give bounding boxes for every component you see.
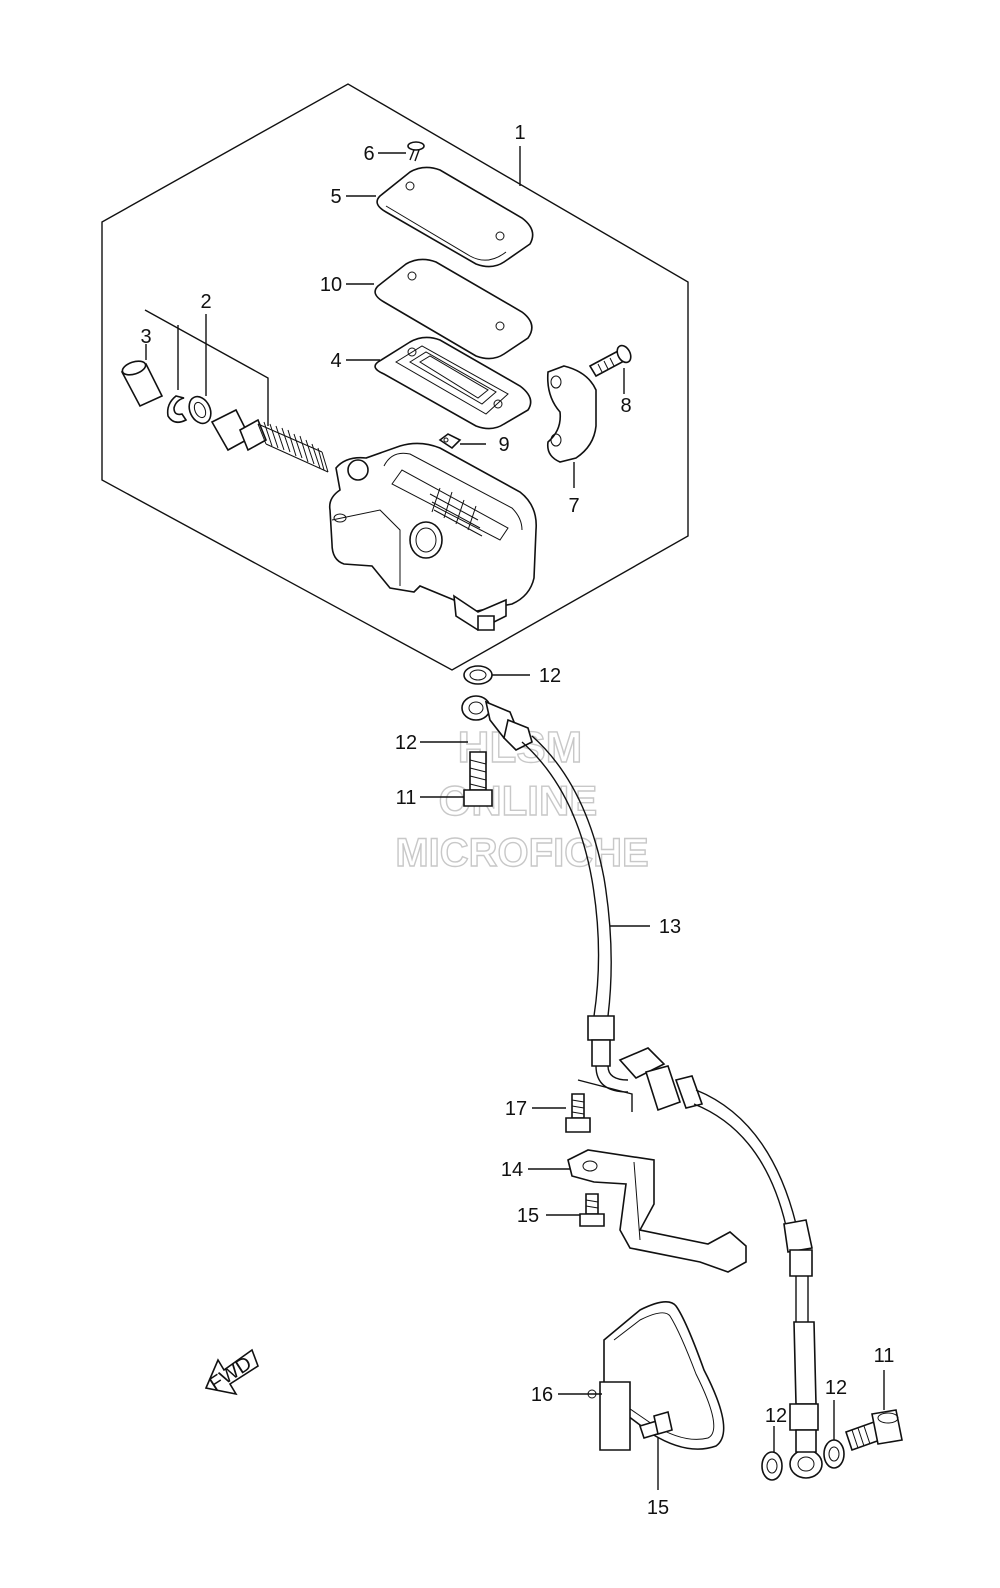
part-9-plate <box>438 433 462 450</box>
callout-5: 5 <box>330 186 341 208</box>
callout-11-upper: 11 <box>396 787 417 809</box>
callout-4: 4 <box>330 350 341 372</box>
callout-1: 1 <box>514 122 525 144</box>
callout-2: 2 <box>200 291 211 313</box>
part-5-reservoir-cap <box>376 166 534 268</box>
part-4-diaphragm <box>374 336 532 430</box>
part-2-piston-set <box>188 395 329 473</box>
watermark-line3: MICROFICHE <box>395 831 648 875</box>
part-15-bolt-lower <box>638 1410 673 1439</box>
part-7-clamp <box>546 365 597 463</box>
callout-10: 10 <box>320 274 342 296</box>
callout-12-c: 12 <box>765 1405 787 1427</box>
part-17-bolt <box>565 1093 591 1133</box>
banjo-fitting-top <box>461 695 533 751</box>
part-6-screw <box>407 141 425 162</box>
part-11-banjo-bolt-lower <box>844 1409 903 1452</box>
callout-16: 16 <box>531 1384 553 1406</box>
callout-9: 9 <box>498 434 509 456</box>
part-13-brake-hose <box>521 735 612 1017</box>
part-15-bolt-upper <box>579 1193 605 1227</box>
part-12-washer-a <box>463 665 493 685</box>
master-cylinder-body <box>328 442 537 631</box>
callout-11-lower: 11 <box>874 1345 895 1367</box>
part-16-hose-guide <box>587 1301 725 1451</box>
callout-labels: 1 2 3 4 5 6 7 8 9 10 11 11 12 12 12 12 1… <box>140 122 894 1519</box>
callout-8: 8 <box>620 395 631 417</box>
part-12-washer-d <box>823 1439 845 1469</box>
callout-7: 7 <box>568 495 579 517</box>
circlip <box>166 395 188 424</box>
hose-lower-fittings <box>587 1015 823 1479</box>
part-8-clamp-bolt <box>588 344 632 378</box>
leader-lines <box>145 146 885 1490</box>
part-14-bracket <box>567 1149 747 1273</box>
assembly-outline <box>101 83 689 671</box>
callout-15-lower: 15 <box>647 1497 669 1519</box>
part-11-banjo-bolt-top <box>463 751 493 807</box>
callout-6: 6 <box>363 143 374 165</box>
callout-12-a: 12 <box>539 665 561 687</box>
part-10-diaphragm-plate <box>374 258 533 360</box>
callout-12-d: 12 <box>825 1377 847 1399</box>
callout-3: 3 <box>140 326 151 348</box>
part-12-washer-c <box>761 1451 783 1481</box>
callout-12-b: 12 <box>395 732 417 754</box>
callout-15-upper: 15 <box>517 1205 539 1227</box>
callout-13: 13 <box>659 916 681 938</box>
fwd-arrow: FWD <box>204 1348 259 1396</box>
callout-17: 17 <box>505 1098 527 1120</box>
part-3-boot <box>120 360 164 408</box>
callout-14: 14 <box>501 1159 523 1181</box>
